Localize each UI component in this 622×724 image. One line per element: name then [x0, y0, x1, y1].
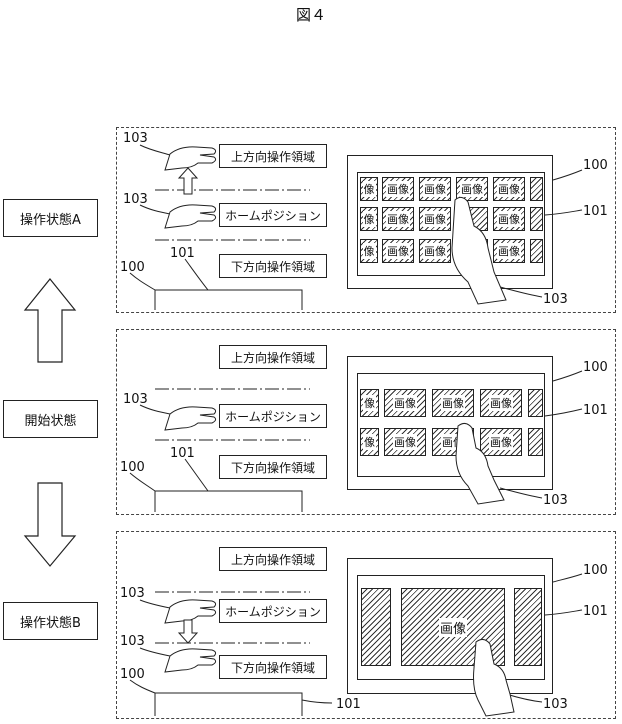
leader-100-b — [130, 680, 155, 693]
desk-edge-start — [155, 491, 302, 512]
leader-100-display-start — [553, 371, 582, 381]
hand-icon-home-a — [165, 205, 216, 228]
hand-icon-lower-b — [165, 649, 216, 672]
desk-edge-b — [155, 693, 302, 716]
hand-icon-upper-a — [165, 147, 216, 170]
leader-101-screen-start — [545, 409, 582, 416]
leader-103-home-a — [140, 205, 170, 214]
leader-101-screen-b — [545, 610, 582, 615]
finger-hand-icon-b — [474, 639, 515, 716]
leader-101-a — [185, 259, 208, 290]
leader-103-start — [140, 405, 170, 414]
leader-103-home-b — [140, 600, 170, 608]
leader-100-display-b — [553, 574, 582, 582]
leader-103-finger-start — [500, 488, 542, 498]
hand-icon-start — [165, 407, 216, 430]
leader-103-upper-a — [140, 145, 170, 155]
leader-100-start — [130, 473, 155, 491]
leader-103-lower-b — [140, 648, 170, 656]
desk-edge-a — [155, 290, 302, 310]
leader-101-start — [185, 459, 208, 491]
leader-100-a — [130, 273, 155, 290]
leader-100-display-a — [553, 170, 582, 180]
hand-down-arrow-b — [179, 620, 197, 643]
finger-hand-icon-start — [456, 423, 504, 504]
finger-hand-icon-a — [452, 197, 506, 304]
leader-101-b — [302, 700, 332, 703]
leader-103-finger-a — [500, 287, 542, 297]
leader-101-screen-a — [545, 210, 582, 215]
